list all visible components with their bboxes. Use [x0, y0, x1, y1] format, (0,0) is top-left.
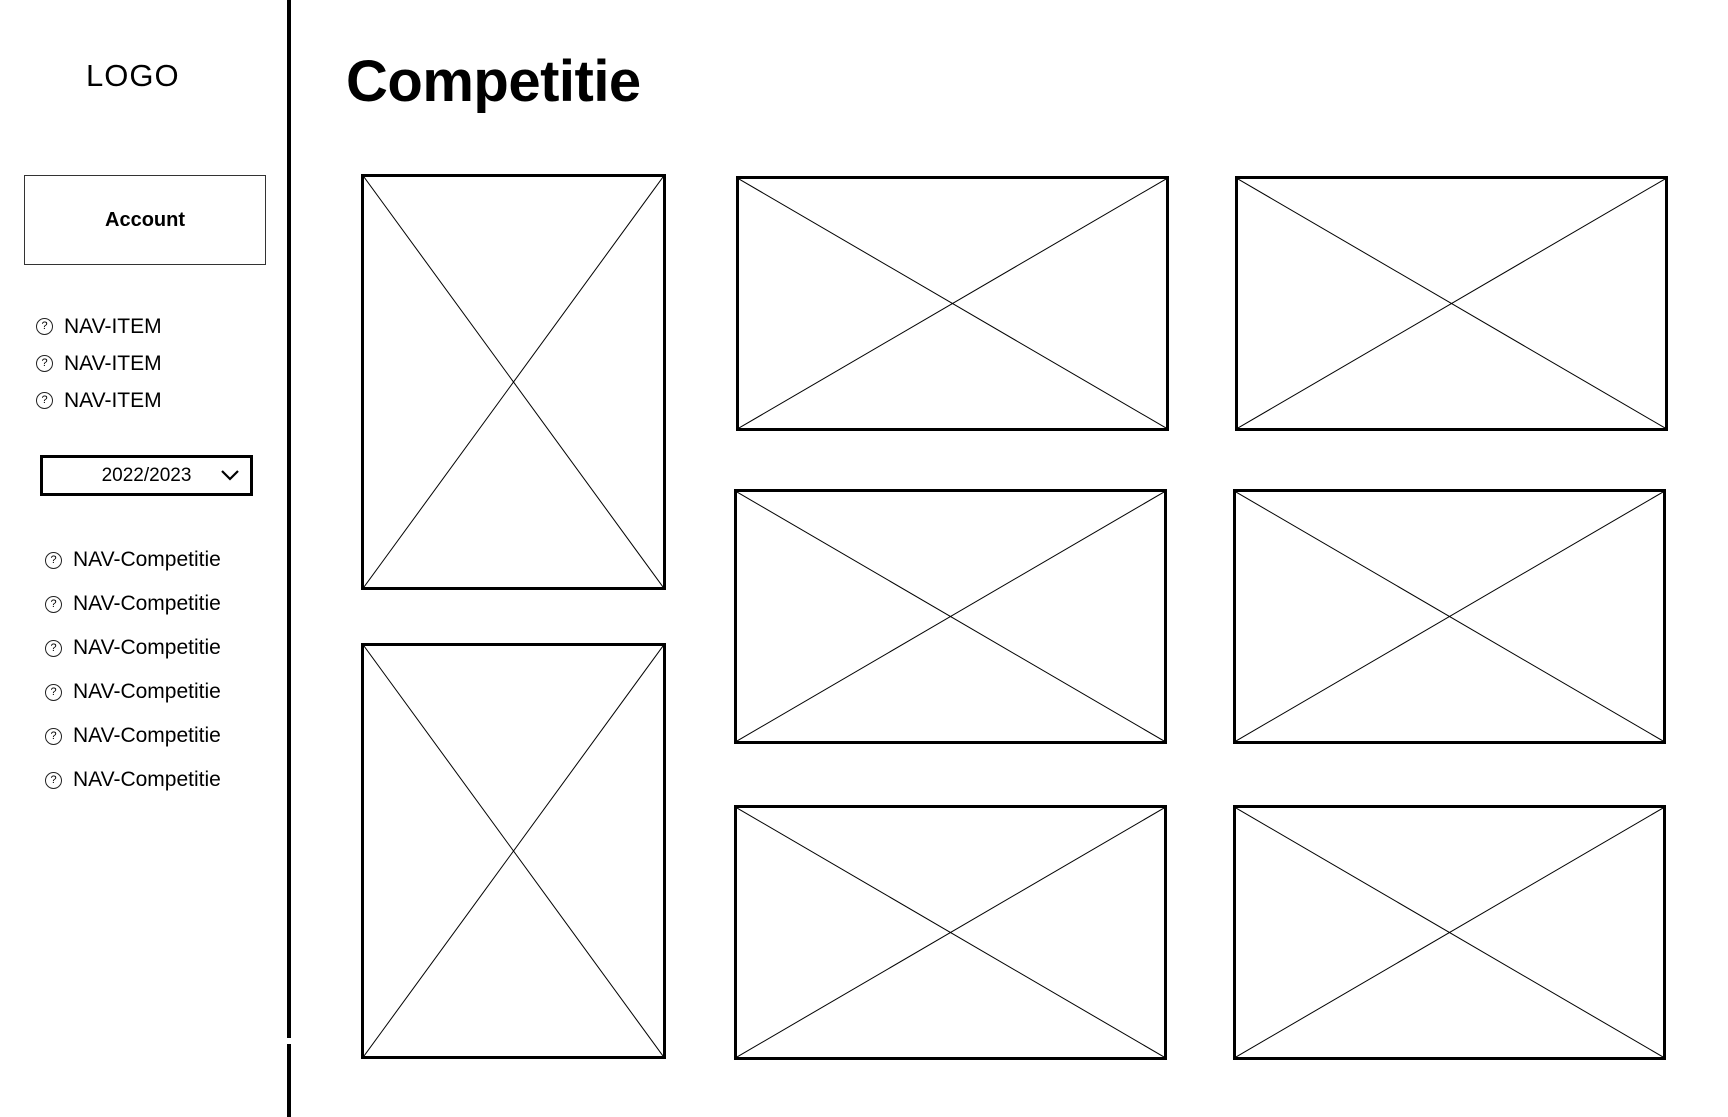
question-icon: ? — [36, 392, 53, 409]
competition-item[interactable]: ? NAV-Competitie — [45, 582, 221, 626]
competition-item-label: NAV-Competitie — [73, 636, 221, 659]
image-placeholder[interactable] — [736, 176, 1169, 431]
logo: LOGO — [86, 58, 180, 93]
competition-item-label: NAV-Competitie — [73, 680, 221, 703]
sidebar-divider — [287, 1044, 291, 1117]
placeholder-cross — [739, 179, 1166, 428]
sidebar: LOGO Account ? NAV-ITEM ? NAV-ITEM ? NAV… — [0, 0, 287, 1117]
nav-item[interactable]: ? NAV-ITEM — [36, 345, 162, 382]
competition-item-label: NAV-Competitie — [73, 724, 221, 747]
image-placeholder[interactable] — [1233, 489, 1666, 744]
question-icon: ? — [45, 771, 62, 789]
question-icon: ? — [36, 318, 53, 335]
image-placeholder[interactable] — [1235, 176, 1668, 431]
nav-item-label: NAV-ITEM — [64, 314, 162, 338]
question-icon: ? — [36, 355, 53, 372]
placeholder-cross — [364, 646, 663, 1056]
placeholder-cross — [737, 808, 1164, 1057]
competition-item[interactable]: ? NAV-Competitie — [45, 714, 221, 758]
nav-list: ? NAV-ITEM ? NAV-ITEM ? NAV-ITEM — [36, 308, 162, 419]
placeholder-cross — [737, 492, 1164, 741]
season-select[interactable]: 2022/2023 — [40, 455, 253, 496]
season-select-value: 2022/2023 — [101, 464, 192, 486]
competition-item[interactable]: ? NAV-Competitie — [45, 758, 221, 802]
question-icon: ? — [45, 727, 62, 745]
nav-item-label: NAV-ITEM — [64, 351, 162, 375]
account-button[interactable]: Account — [24, 175, 266, 265]
question-icon: ? — [45, 551, 62, 569]
sidebar-divider — [287, 0, 291, 1038]
chevron-down-icon — [221, 470, 239, 481]
image-placeholder[interactable] — [734, 489, 1167, 744]
question-icon: ? — [45, 595, 62, 613]
image-placeholder[interactable] — [361, 174, 666, 590]
nav-item[interactable]: ? NAV-ITEM — [36, 382, 162, 419]
question-icon: ? — [45, 683, 62, 701]
competition-item[interactable]: ? NAV-Competitie — [45, 538, 221, 582]
question-icon: ? — [45, 639, 62, 657]
page-title: Competitie — [346, 49, 641, 114]
competition-item[interactable]: ? NAV-Competitie — [45, 626, 221, 670]
nav-item[interactable]: ? NAV-ITEM — [36, 308, 162, 345]
nav-item-label: NAV-ITEM — [64, 388, 162, 412]
image-placeholder[interactable] — [361, 643, 666, 1059]
placeholder-cross — [1238, 179, 1665, 428]
image-placeholder[interactable] — [1233, 805, 1666, 1060]
placeholder-cross — [1236, 492, 1663, 741]
competition-item[interactable]: ? NAV-Competitie — [45, 670, 221, 714]
placeholder-cross — [1236, 808, 1663, 1057]
competition-item-label: NAV-Competitie — [73, 548, 221, 571]
image-placeholder[interactable] — [734, 805, 1167, 1060]
competition-list: ? NAV-Competitie ? NAV-Competitie ? NAV-… — [45, 538, 221, 802]
competition-item-label: NAV-Competitie — [73, 592, 221, 615]
placeholder-cross — [364, 177, 663, 587]
competition-item-label: NAV-Competitie — [73, 768, 221, 791]
